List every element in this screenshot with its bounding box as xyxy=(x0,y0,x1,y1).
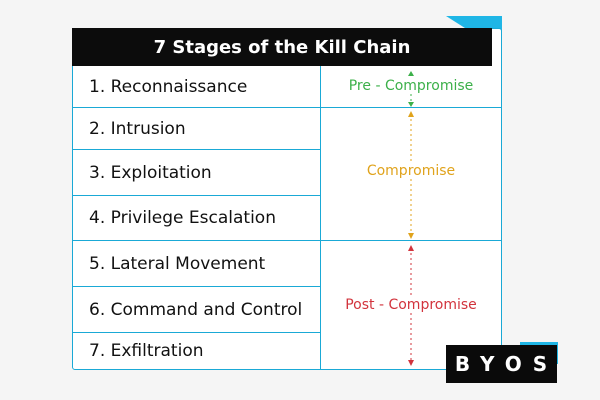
phase-cell-pre xyxy=(321,66,501,108)
stage-label: 1. Reconnaissance xyxy=(89,76,248,97)
stage-5: 5. Lateral Movement xyxy=(73,241,321,287)
phase-cell-compromise xyxy=(321,108,501,241)
stage-label: 6. Command and Control xyxy=(89,299,303,320)
stage-label: 3. Exploitation xyxy=(89,162,212,183)
stage-1: 1. Reconnaissance xyxy=(73,66,321,108)
stage-3: 3. Exploitation xyxy=(73,150,321,196)
diagram-title: 7 Stages of the Kill Chain xyxy=(72,28,492,66)
phase-label-pre: Pre - Compromise xyxy=(321,78,501,94)
stage-label: 5. Lateral Movement xyxy=(89,253,266,274)
diagram-title-text: 7 Stages of the Kill Chain xyxy=(153,36,411,58)
phase-label-text: Post - Compromise xyxy=(343,297,479,313)
phase-label-text: Compromise xyxy=(364,163,458,179)
phase-label-post: Post - Compromise xyxy=(321,297,501,313)
stage-7: 7. Exfiltration xyxy=(73,333,321,369)
stage-4: 4. Privilege Escalation xyxy=(73,196,321,241)
stage-2: 2. Intrusion xyxy=(73,108,321,150)
phase-label-compromise: Compromise xyxy=(321,163,501,179)
stage-label: 2. Intrusion xyxy=(89,118,186,139)
phase-label-text: Pre - Compromise xyxy=(346,78,476,94)
byos-logo: BYOS xyxy=(446,345,557,383)
stage-label: 4. Privilege Escalation xyxy=(89,208,276,228)
stage-6: 6. Command and Control xyxy=(73,287,321,333)
arrow-post xyxy=(408,245,414,366)
logo-text: BYOS xyxy=(454,352,559,376)
stage-label: 7. Exfiltration xyxy=(89,341,204,361)
